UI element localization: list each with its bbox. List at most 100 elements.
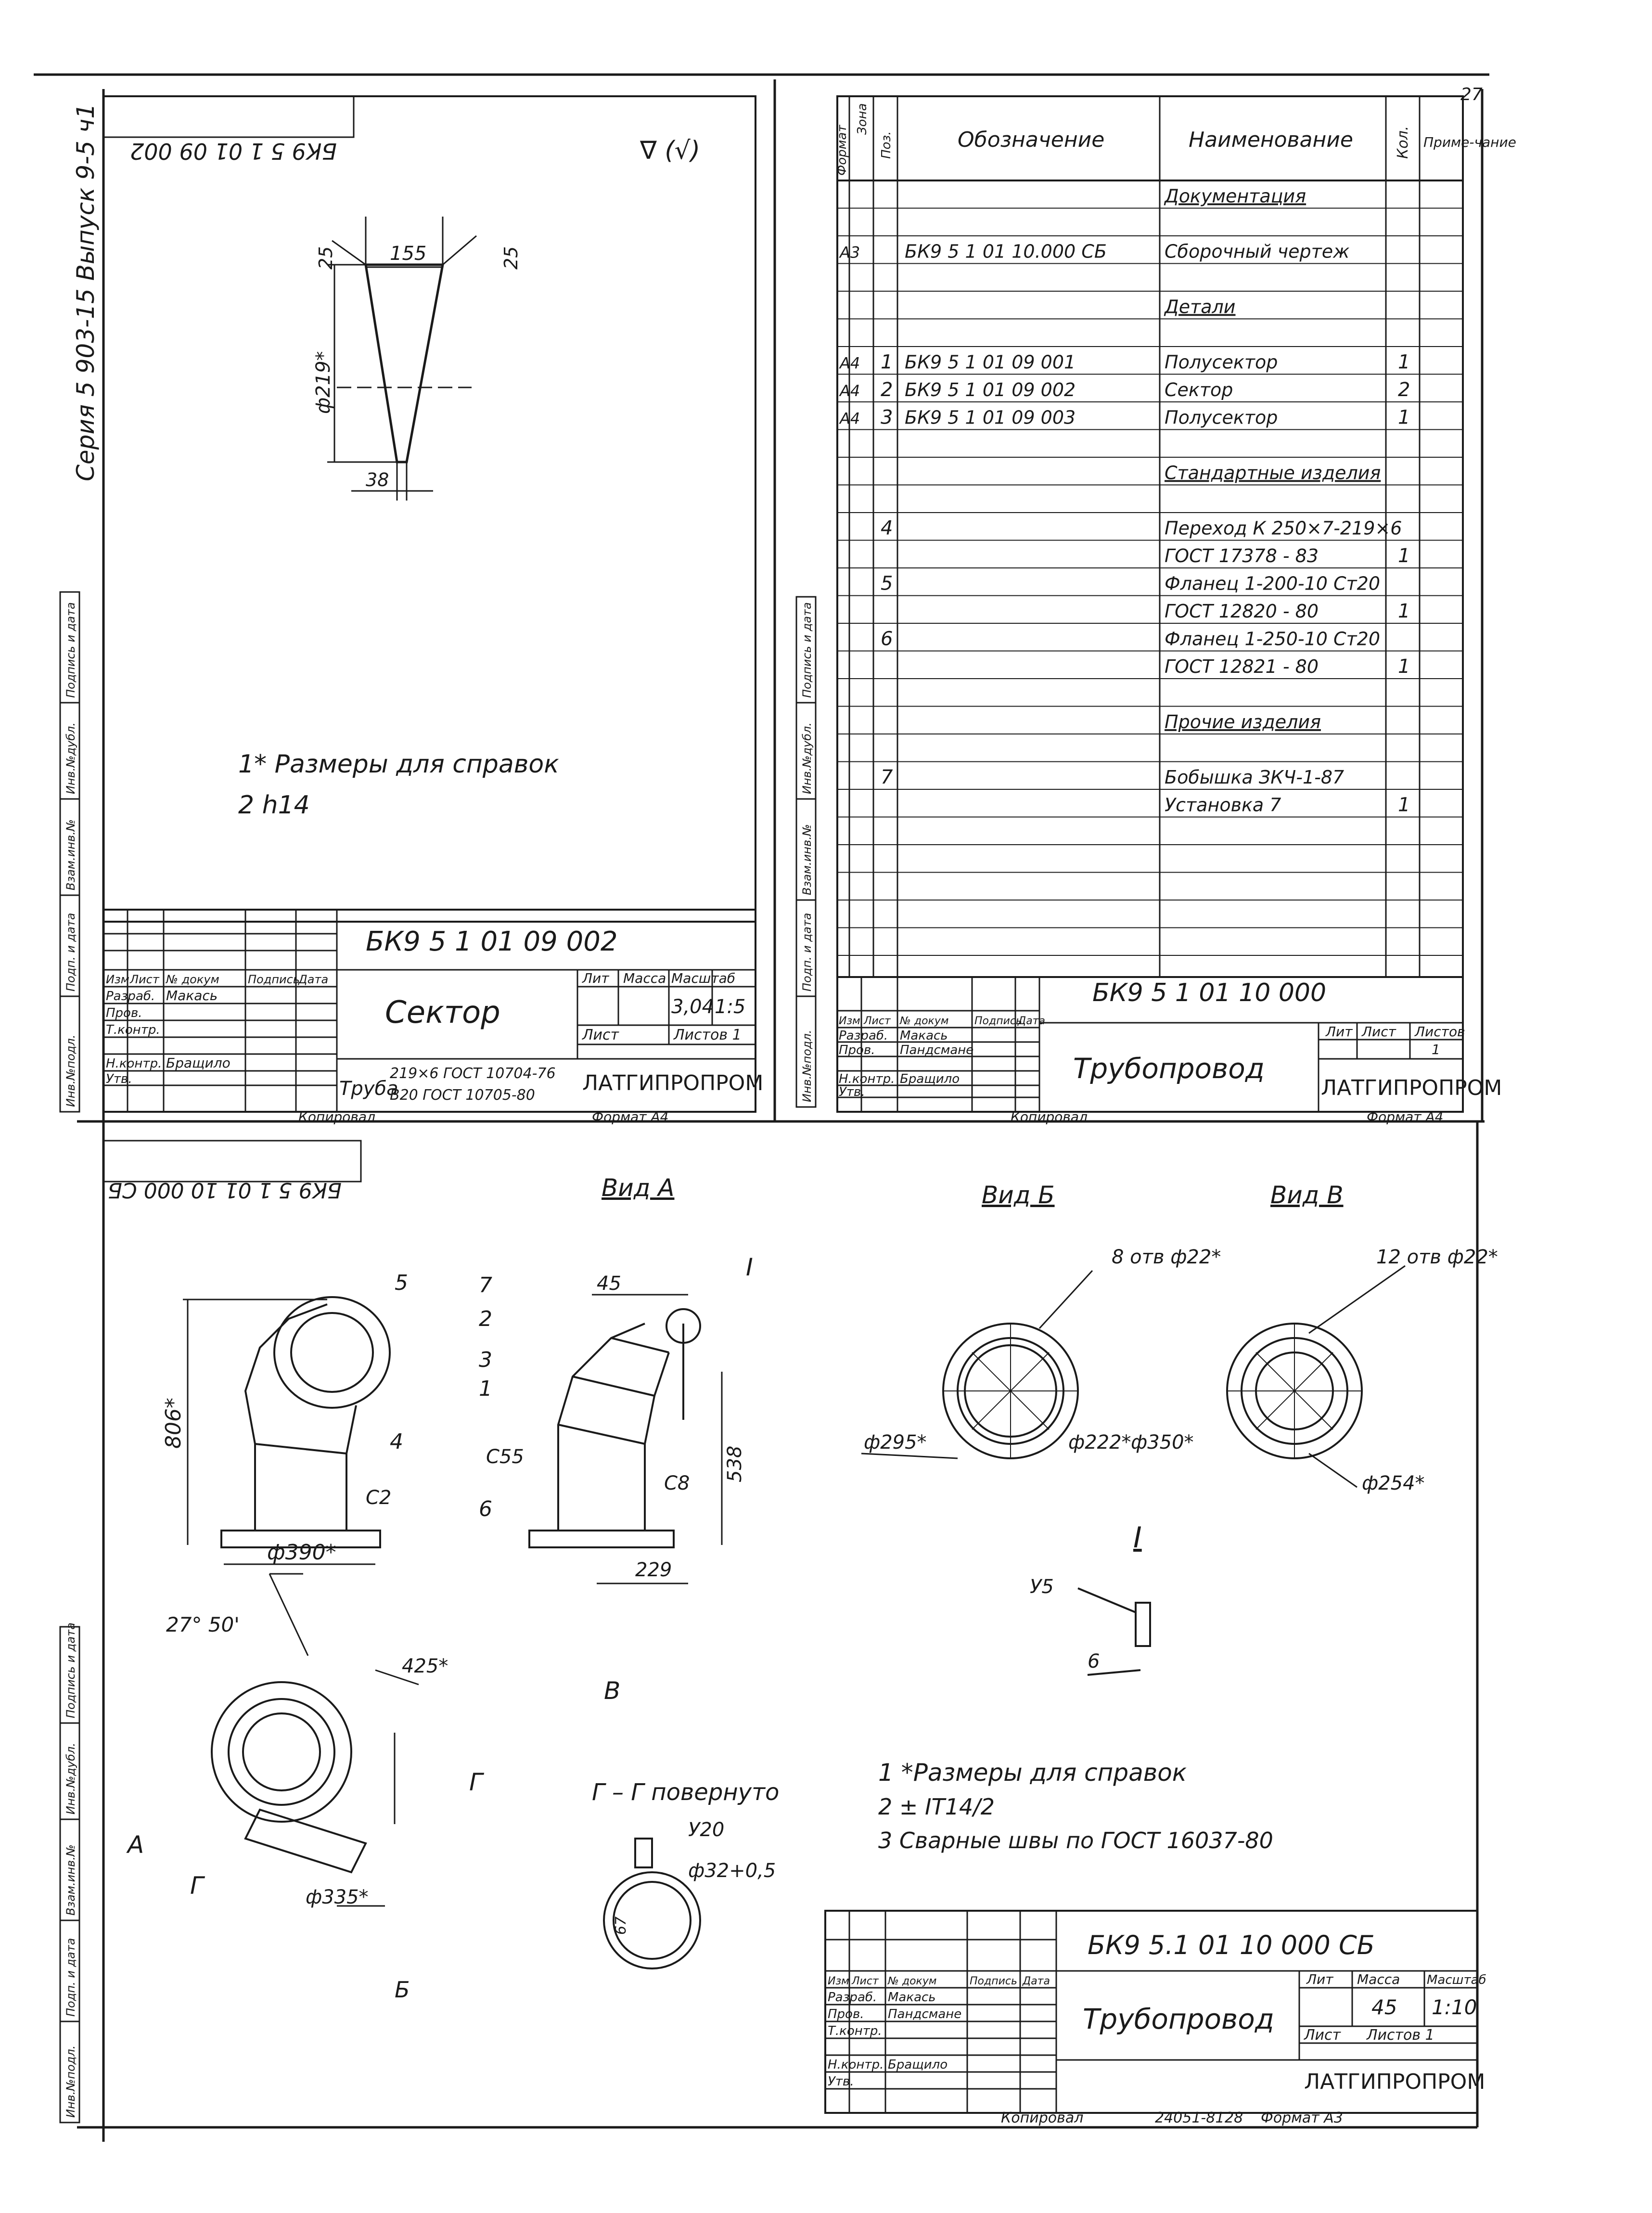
assembly-sheets: Листов 1 bbox=[1366, 2027, 1434, 2044]
hdr-izm: Изм bbox=[106, 973, 129, 986]
assembly-mirrored-code: БК9 5 1 01 10 000 СБ bbox=[108, 1178, 342, 1202]
pos-2: 2 bbox=[479, 1307, 492, 1331]
bottom-stamp: Копировал 24051-81 28 Формат А3 bbox=[1001, 2110, 1343, 2126]
spec-hdr-note: Приме-чание bbox=[1423, 134, 1516, 150]
spec-role-nkontr: Н.контр. bbox=[839, 1072, 895, 1086]
dim-229: 229 bbox=[635, 1559, 672, 1581]
spec-cell-code: БК9 5 1 01 09 003 bbox=[905, 407, 1076, 428]
stamp-format: Формат А3 bbox=[1261, 2110, 1343, 2126]
assembly-org: ЛАТГИПРОПРОМ bbox=[1304, 2070, 1485, 2094]
spec-hdr-list: Лист bbox=[863, 1015, 891, 1027]
role-tkontr: Т.контр. bbox=[106, 1023, 160, 1037]
spec-cell-name: Документация bbox=[1164, 186, 1306, 207]
spec-hdr-sign: Подпись bbox=[974, 1015, 1022, 1027]
name-nkontr: Бращило bbox=[166, 1055, 231, 1071]
pos-1: 1 bbox=[479, 1377, 492, 1401]
spec-title-block: БК9 5 1 01 10 000 Трубопровод Лит Лист Л… bbox=[837, 976, 1502, 1125]
series-label: Серия 5 903-15 Выпуск 9-5 ч1 bbox=[72, 103, 100, 481]
spec-cell-code: БК9 5 1 01 09 001 bbox=[905, 352, 1076, 373]
dim-806: 806* bbox=[161, 1398, 186, 1449]
spec-cell-format: А4 bbox=[839, 410, 860, 428]
role-nkontr: Н.контр. bbox=[106, 1056, 162, 1071]
detail-label: I bbox=[1133, 1521, 1142, 1555]
weld-u20: У20 bbox=[688, 1819, 724, 1841]
stamp-copied: Копировал bbox=[1001, 2110, 1083, 2126]
view-a-label: Вид А bbox=[602, 1174, 674, 1202]
assembly-drawing: БК9 5 1 01 10 000 СБ Вид А Вид Б Вид В bbox=[102, 1140, 1498, 2003]
asm-name-prov: Пандсмане bbox=[888, 2007, 961, 2021]
dim-top: 155 bbox=[390, 243, 426, 265]
pos-6: 6 bbox=[479, 1497, 492, 1521]
spec-cell-name: Детали bbox=[1164, 296, 1235, 318]
spec-cell-name: Прочие изделия bbox=[1165, 711, 1321, 733]
spec-name: Трубопровод bbox=[1073, 1052, 1265, 1085]
pos-4: 4 bbox=[390, 1429, 403, 1454]
spec-row: Стандартные изделия bbox=[1165, 463, 1381, 484]
assembly-sheet: Лист bbox=[1304, 2027, 1342, 2044]
section-label: Г – Г повернуто bbox=[592, 1779, 779, 1806]
assembly-note-3: 3 Сварные швы по ГОСТ 16037-80 bbox=[878, 1827, 1273, 1853]
spec-row: ГОСТ 12821 - 80 1 bbox=[1165, 656, 1410, 678]
asm-role-prov: Пров. bbox=[828, 2007, 864, 2021]
col-lit: Лит bbox=[582, 970, 609, 986]
sector-sheet: Лист bbox=[582, 1027, 620, 1043]
strip-5: Подпись и дата bbox=[64, 602, 77, 698]
dim-diameter: ф219* bbox=[312, 351, 334, 414]
spec-table: Формат Зона Поз. Обозначение Наименовани… bbox=[835, 95, 1516, 1113]
spec-format: Формат А4 bbox=[1367, 1109, 1443, 1125]
spec-org: ЛАТГИПРОПРОМ bbox=[1321, 1076, 1502, 1100]
mstrip-1: Инв.№подл. bbox=[800, 1030, 814, 1102]
spec-role-razrab: Разраб. bbox=[839, 1029, 888, 1043]
spec-hdr-name: Наименование bbox=[1189, 128, 1353, 152]
dim-295: ф295* bbox=[864, 1431, 927, 1454]
spec-cell-pos: 5 bbox=[881, 573, 893, 595]
dim-538: 538 bbox=[724, 1446, 746, 1482]
spec-cell-name: Установка 7 bbox=[1165, 795, 1281, 816]
spec-cell-pos: 6 bbox=[881, 628, 893, 650]
spec-cell-qty: 1 bbox=[1398, 656, 1410, 678]
role-prov: Пров. bbox=[106, 1006, 142, 1020]
stamp-num: 28 bbox=[1225, 2110, 1243, 2126]
weld-c2: С2 bbox=[366, 1487, 391, 1509]
detail-pos-6: 6 bbox=[1088, 1650, 1100, 1673]
hdr-date: Дата bbox=[298, 973, 328, 986]
spec-code: БК9 5 1 01 10 000 bbox=[1092, 978, 1326, 1007]
spec-cell-name: ГОСТ 17378 - 83 bbox=[1165, 545, 1319, 566]
dim-67: 67 bbox=[613, 1917, 629, 1935]
spec-cell-name: Стандартные изделия bbox=[1165, 463, 1381, 484]
lstrip-1: Инв.№подл. bbox=[64, 2046, 77, 2118]
asm-name-razrab: Макась bbox=[888, 1990, 936, 2005]
material-line-2: В20 ГОСТ 10705-80 bbox=[390, 1087, 535, 1104]
spec-cell-name: ГОСТ 12821 - 80 bbox=[1165, 656, 1319, 677]
spec-hdr-zone: Зона bbox=[855, 103, 870, 135]
asm-role-tkontr: Т.контр. bbox=[828, 2024, 882, 2038]
spec-cell-format: А4 bbox=[839, 382, 860, 400]
spec-hdr-izm: Изм bbox=[839, 1015, 860, 1027]
spec-cell-qty: 1 bbox=[1398, 407, 1410, 429]
left-strip-middle: Инв.№подл. Подп. и дата Взам.инв.№ Инв.№… bbox=[795, 596, 817, 1108]
spec-role-utv: Утв. bbox=[839, 1085, 865, 1099]
spec-cell-qty: 2 bbox=[1398, 379, 1410, 401]
spec-name-razrab: Макась bbox=[900, 1029, 948, 1043]
asm-hdr-izm: Изм bbox=[828, 1975, 849, 1987]
lstrip-2: Подп. и дата bbox=[64, 1938, 77, 2017]
sector-format: Формат А4 bbox=[592, 1109, 668, 1125]
material-line-1: 219×6 ГОСТ 10704-76 bbox=[390, 1065, 556, 1082]
asm-hdr-doc: № докум bbox=[887, 1975, 936, 1987]
sector-sheets: Листов 1 bbox=[673, 1027, 742, 1043]
assembly-note-2: 2 ± IT14/2 bbox=[878, 1794, 995, 1820]
assembly-note-1: 1 *Размеры для справок bbox=[878, 1759, 1187, 1787]
sector-title-block: БК9 5 1 01 09 002 Сектор Лит Масса Масшт… bbox=[102, 909, 763, 1125]
spec-cell-qty: 1 bbox=[1398, 794, 1410, 816]
dim-32: ф32+0,5 bbox=[688, 1860, 776, 1882]
asm-hdr-list: Лист bbox=[851, 1975, 879, 1987]
role-utv: Утв. bbox=[106, 1072, 132, 1086]
sector-mirrored-code: БК9 5 1 01 09 002 bbox=[130, 138, 337, 164]
arrow-g-right: Г bbox=[469, 1768, 485, 1796]
assembly-scale: 1:10 bbox=[1432, 1995, 1477, 2019]
